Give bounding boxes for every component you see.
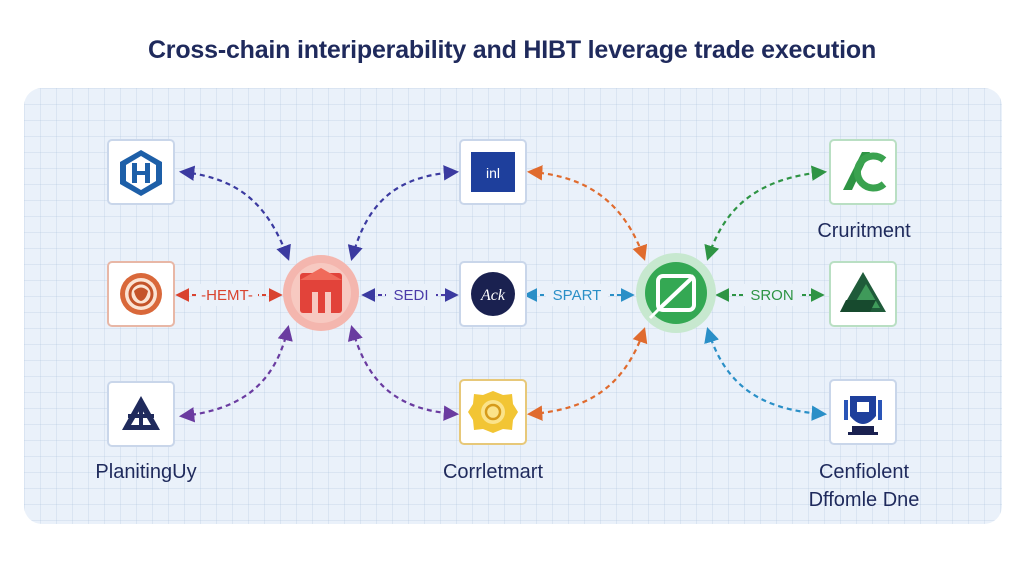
green-triangle-logo-icon (840, 272, 886, 312)
node-center-mid: Ack (459, 261, 527, 327)
edge-hub-centertop (347, 165, 460, 261)
hub-right (636, 253, 716, 333)
edge-leftbottom-hub (178, 324, 293, 423)
a-monogram-icon (122, 396, 160, 430)
edge-centertop-hub (526, 165, 648, 261)
label-right-bottom-line2: Dffomle Dne (809, 489, 920, 511)
hub-left (283, 255, 359, 331)
ack-logo-text: Ack (480, 287, 506, 304)
ack-signature-icon: Ack (471, 272, 515, 316)
node-center-top: inl (459, 139, 527, 205)
edge-hub-centerbottom (347, 325, 460, 421)
green-c-logo-icon (843, 152, 887, 192)
edge-label-spart: SPART (553, 287, 602, 304)
node-right-top (829, 139, 897, 205)
edge-lefttop-hub (178, 165, 291, 261)
label-right-bottom-line1: Cenfiolent (819, 461, 910, 483)
gold-badge-icon (468, 391, 518, 433)
edge-hub-righttop (704, 165, 828, 261)
inl-logo-text: inl (486, 165, 500, 181)
edge-label-hemt: -HEMT- (201, 287, 253, 304)
inl-logo-icon: inl (471, 152, 515, 192)
edge-label-sron: SRON (750, 287, 793, 304)
node-right-bottom (829, 379, 897, 445)
node-right-mid (829, 261, 897, 327)
edge-labels: -HEMT- SEDI SPART SRON (196, 284, 800, 306)
label-center-bottom: Corrletmart (443, 461, 543, 483)
node-center-bottom (459, 379, 527, 445)
edge-hub-rightbottom (704, 327, 828, 421)
label-right-top: Cruritment (817, 220, 911, 242)
node-left-bottom (107, 381, 175, 447)
diagram-title: Cross-chain interiperability and HIBT le… (147, 36, 877, 64)
node-left-mid (107, 261, 175, 327)
lion-crest-icon (120, 273, 162, 315)
edge-centerbottom-hub (526, 327, 648, 421)
red-block-icon (300, 268, 342, 313)
label-left-bottom: PlanitingUy (95, 461, 196, 483)
crest-emblem-icon (844, 396, 882, 435)
green-link-icon (648, 274, 696, 320)
hexagon-h-logo-icon (120, 150, 162, 196)
edge-label-sedi: SEDI (393, 287, 428, 304)
node-left-top (107, 139, 175, 205)
